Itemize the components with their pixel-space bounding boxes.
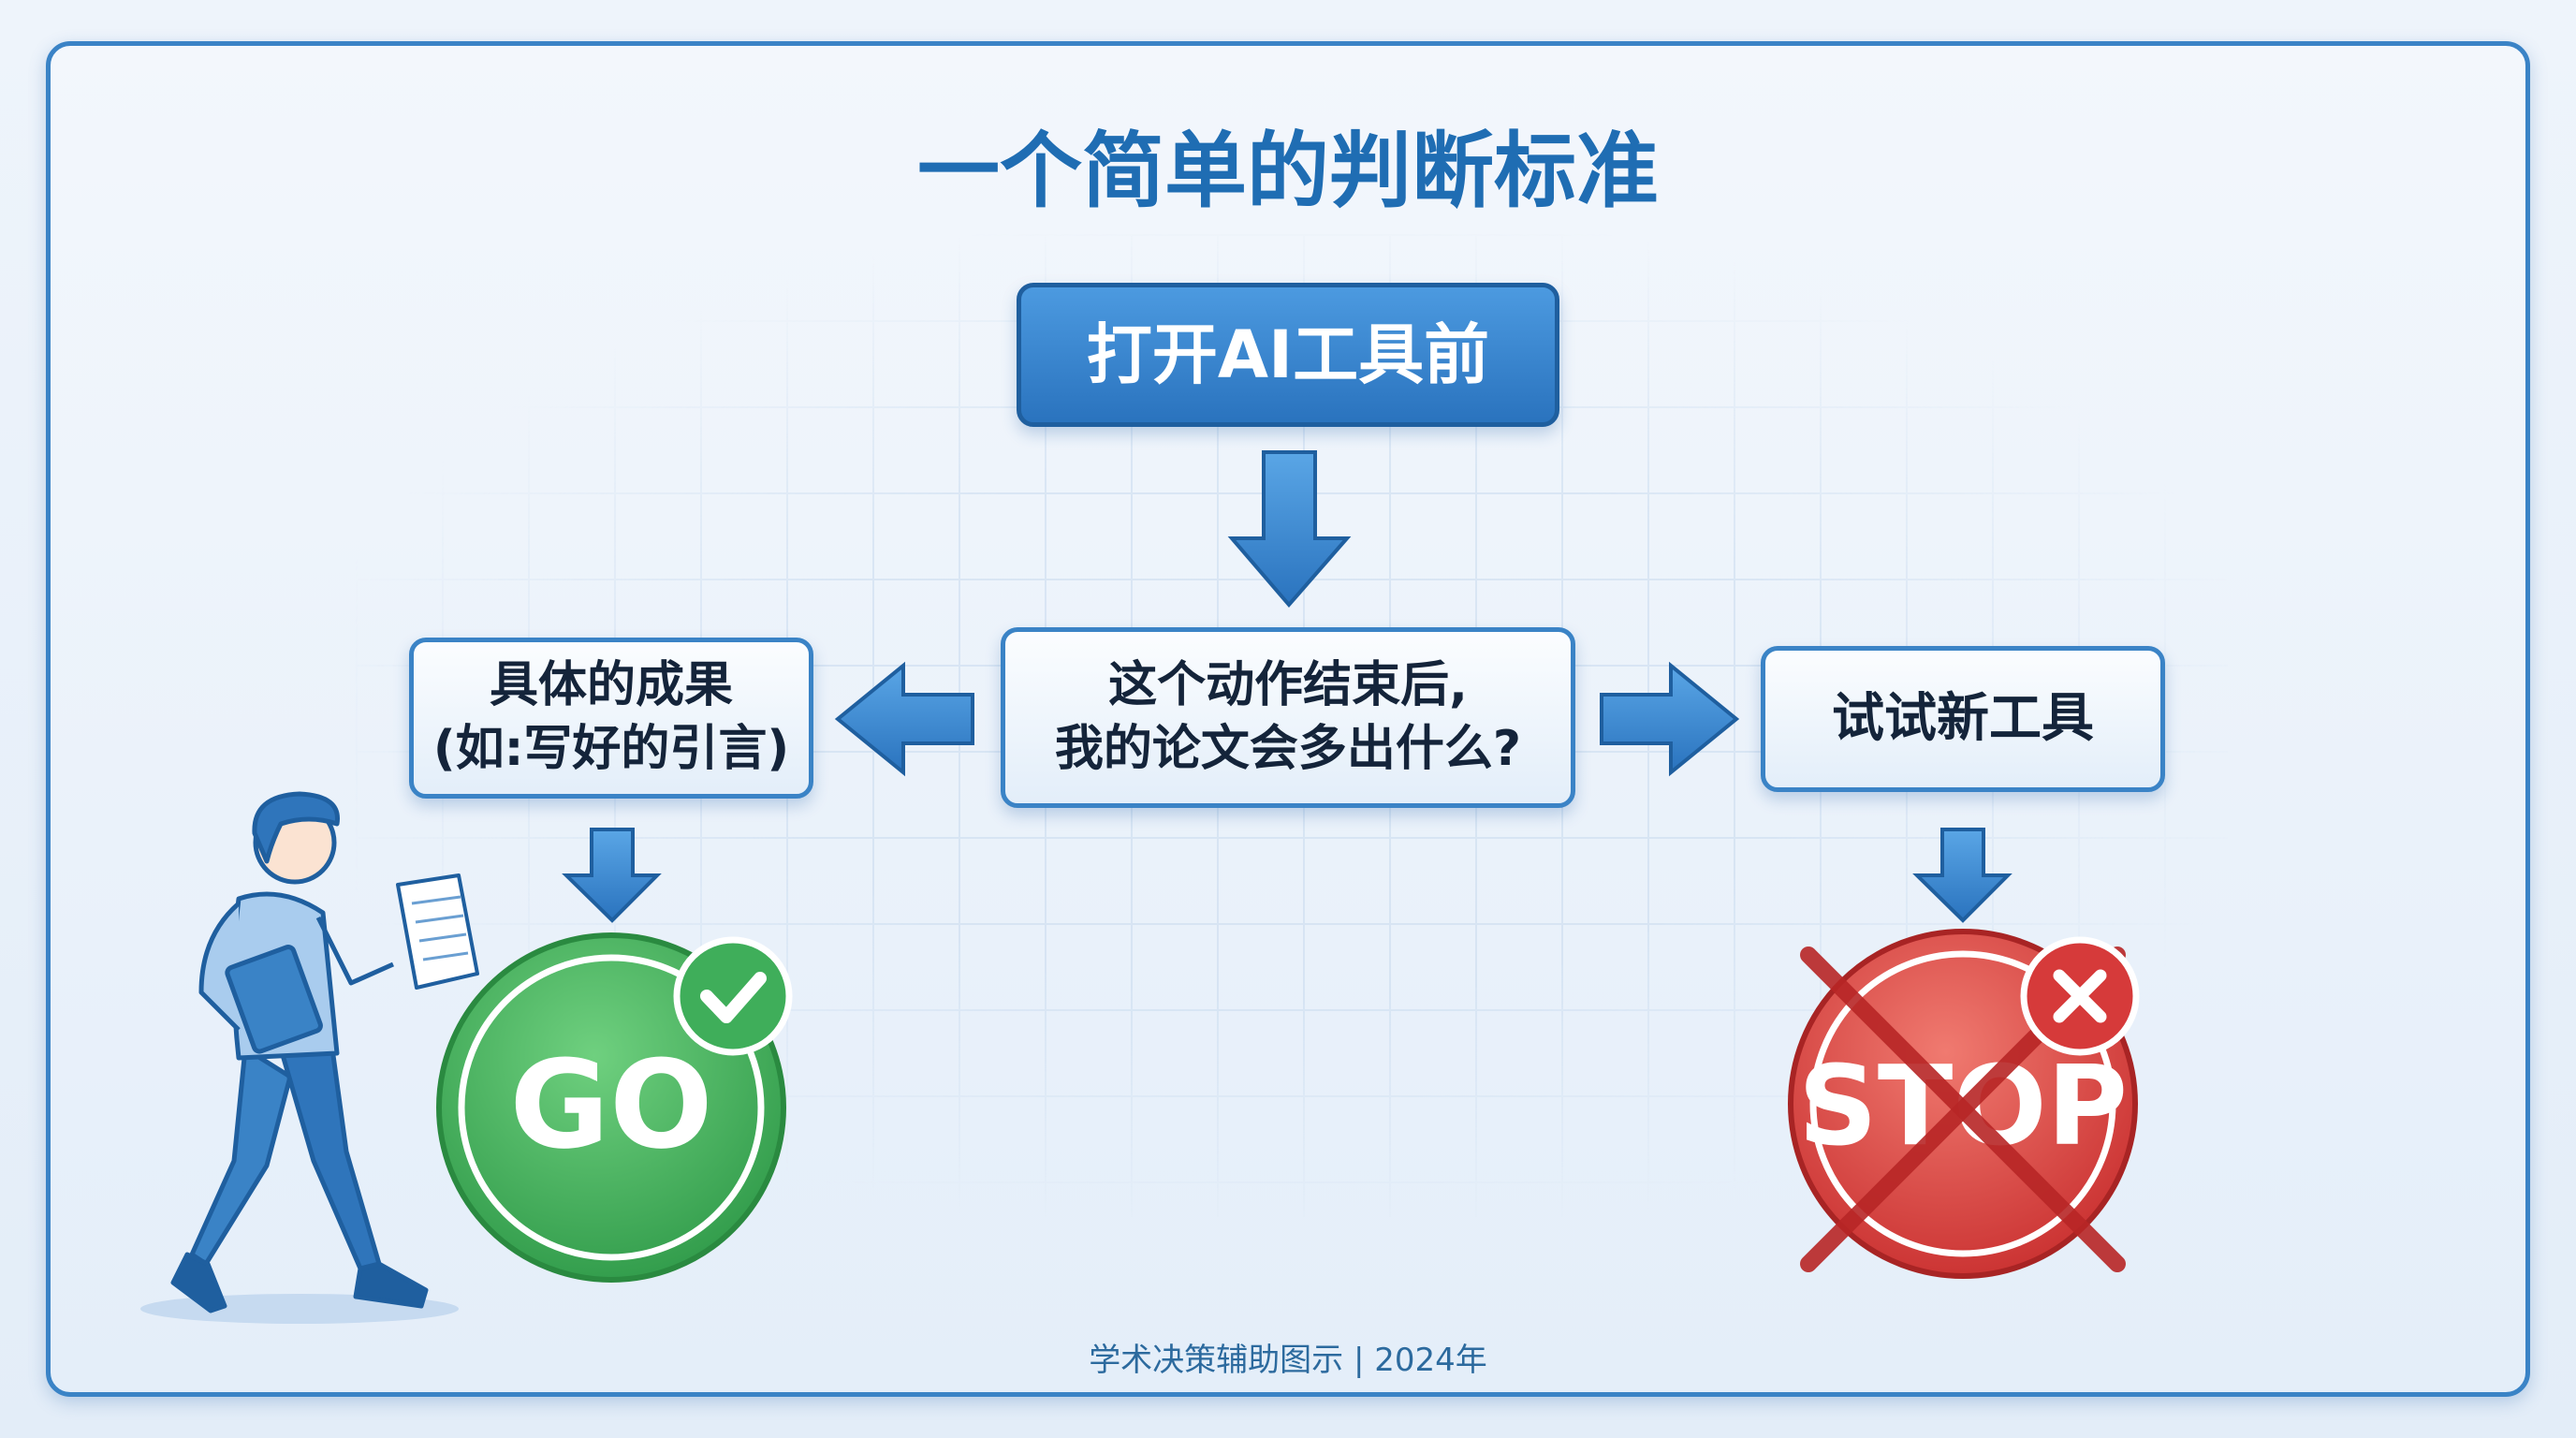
left-line-1: 具体的成果 [489,657,733,714]
person-walking-illustration [140,791,479,1324]
go-label: GO [509,1034,712,1176]
arrow-left-icon [834,661,974,777]
page-title: 一个简单的判断标准 [916,123,1659,219]
arrow-right-icon [1600,661,1740,777]
question-line-2: 我的论文会多出什么? [1054,720,1522,777]
try-new-tool-node: 试试新工具 [1761,646,2165,792]
arrow-down-icon [1912,828,2012,923]
arrow-down-icon [562,828,662,923]
go-sign: GO [436,932,793,1283]
start-node: 打开AI工具前 [1017,283,1559,427]
right-label: 试试新工具 [1832,687,2094,749]
stop-sign: STOP [1788,929,2140,1279]
footer-caption: 学术决策辅助图示 | 2024年 [1089,1342,1487,1379]
concrete-result-node: 具体的成果 (如:写好的引言) [409,638,813,799]
question-line-1: 这个动作结束后, [1108,656,1468,713]
arrow-down-icon [1227,450,1352,609]
x-icon [2020,936,2140,1056]
start-node-label: 打开AI工具前 [1086,315,1490,393]
left-line-2: (如:写好的引言) [432,721,790,777]
check-icon [673,936,793,1056]
question-node: 这个动作结束后, 我的论文会多出什么? [1001,627,1575,808]
